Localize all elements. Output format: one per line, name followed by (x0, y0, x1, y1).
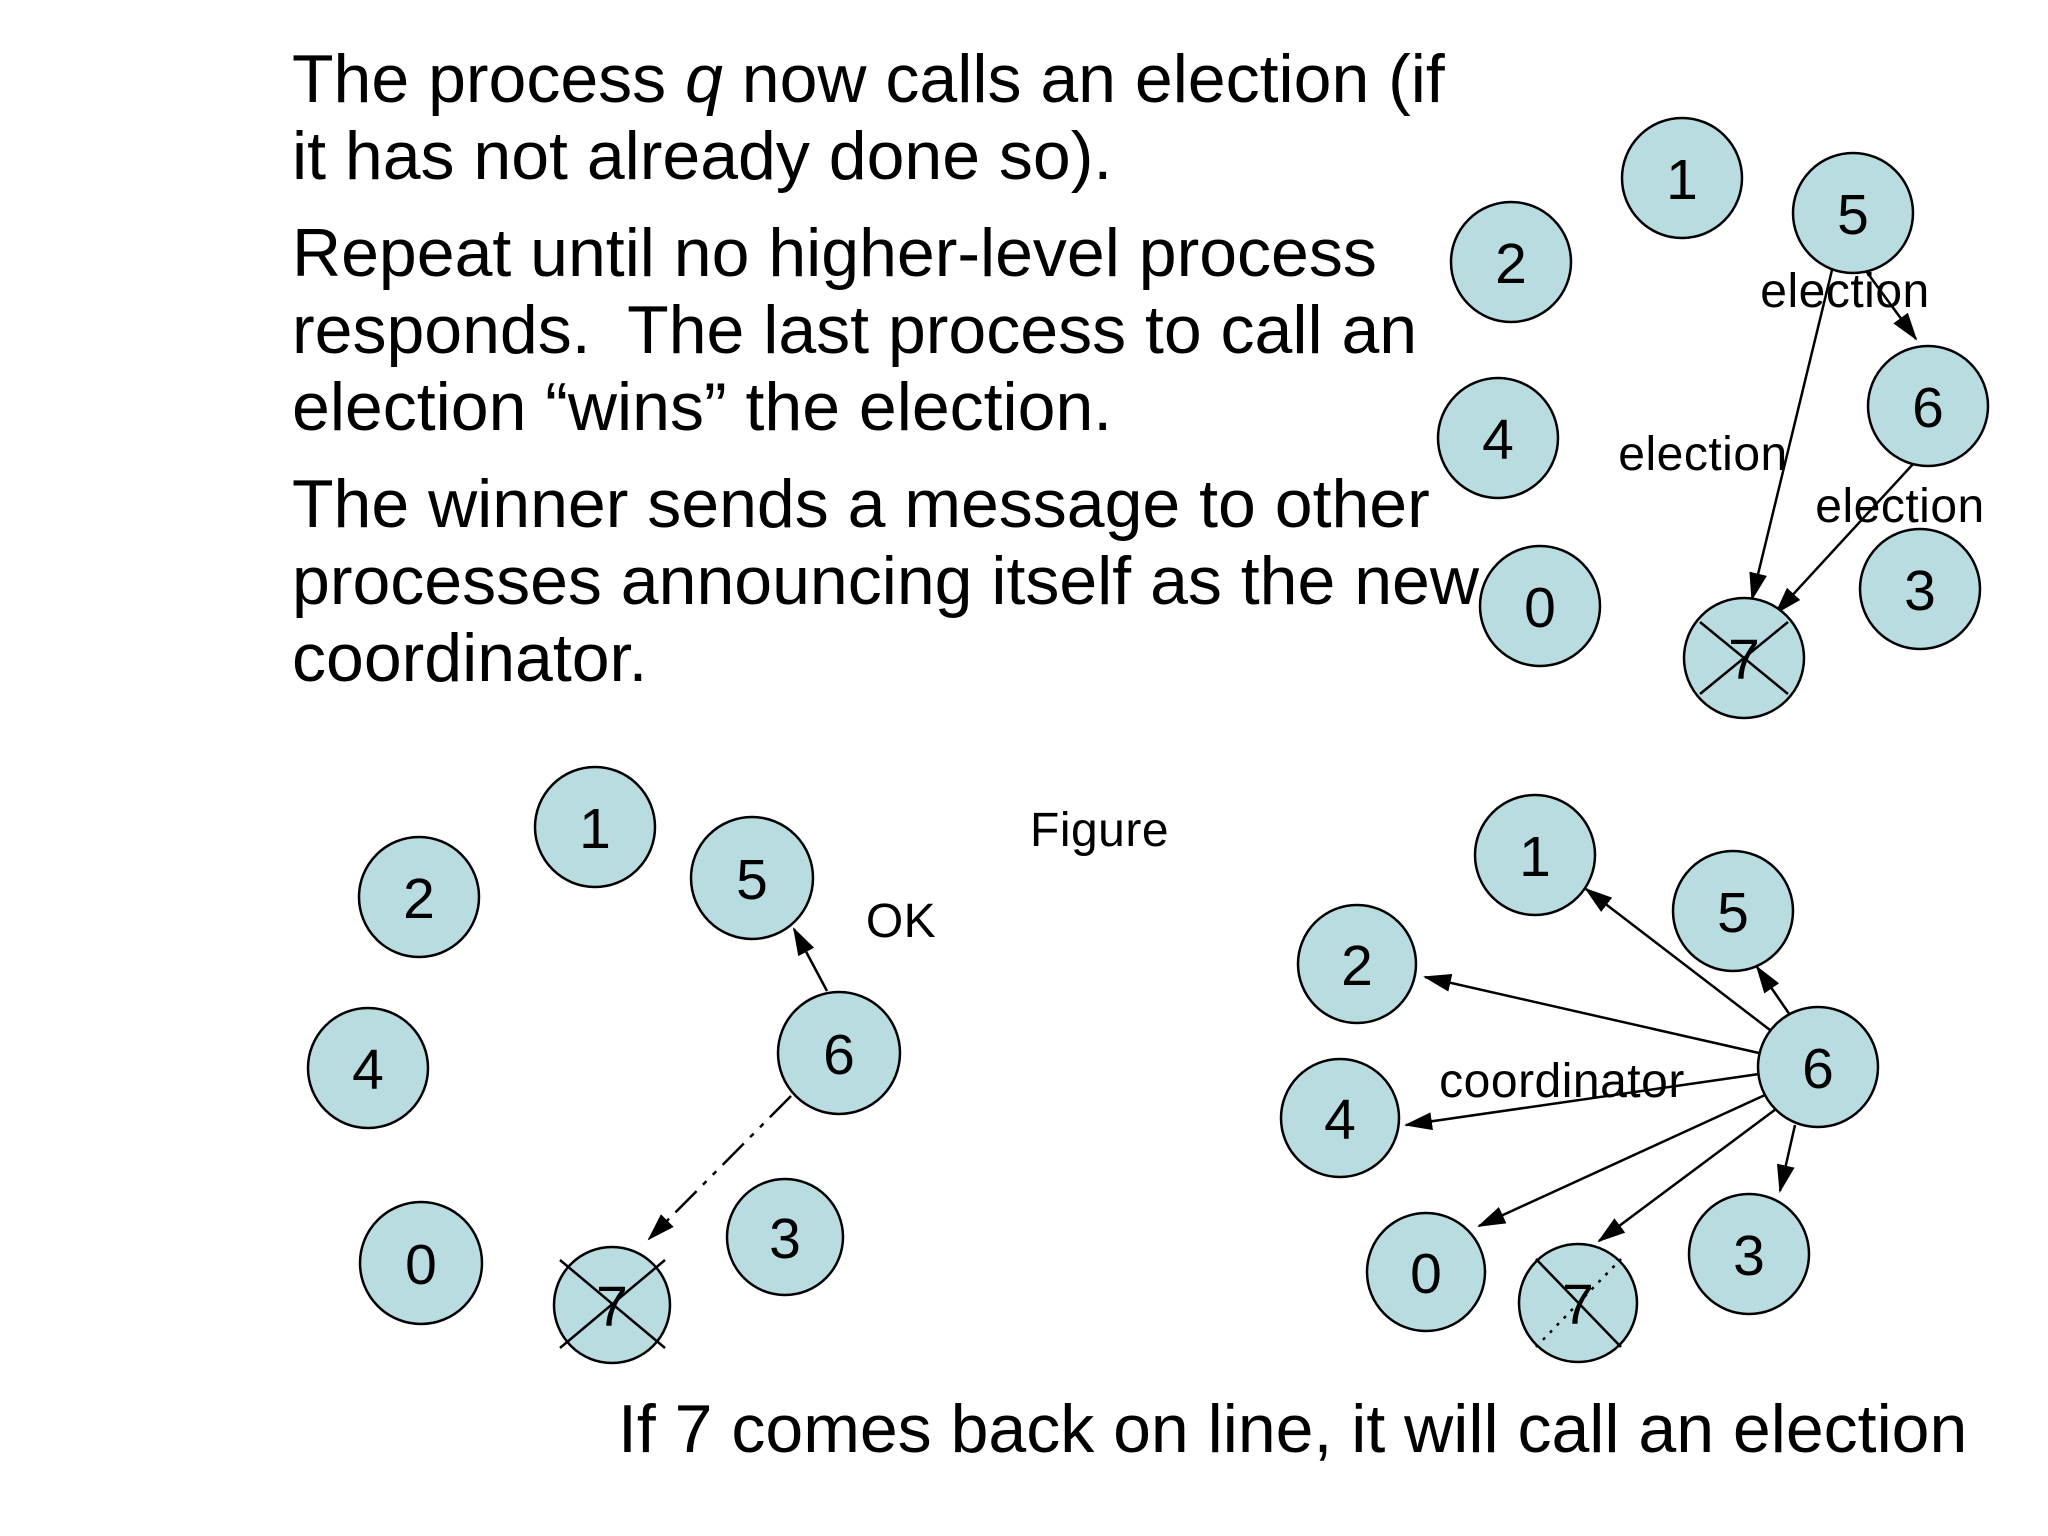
coordinator-node-5-label: 5 (1717, 881, 1749, 945)
body-line: election “wins” the election. (292, 369, 1113, 445)
ok-node-1-label: 1 (579, 797, 611, 861)
ok-node-0 (358, 1200, 484, 1326)
paragraph-1: The process q now calls an election (if … (292, 41, 1572, 195)
coordinator-node-0-label: 0 (1410, 1242, 1442, 1306)
coordinator-node-1-label: 1 (1519, 825, 1551, 889)
coordinator-node-2-label: 2 (1341, 934, 1373, 998)
crash-cross-dotted-line (1535, 1258, 1622, 1348)
ok-arrow-6-to-5 (792, 927, 829, 992)
ok-node-3 (725, 1177, 845, 1297)
election-node-7-label: 7 (1728, 628, 1760, 692)
coordinator-node-0 (1365, 1211, 1487, 1333)
caption: If 7 comes back on line, it will call an… (618, 1391, 1968, 1467)
election-node-4 (1436, 376, 1560, 500)
election-node-0-label: 0 (1524, 576, 1556, 640)
coordinator-arrow-6-to-3 (1776, 1124, 1797, 1193)
election-node-0 (1478, 544, 1602, 668)
coordinator-arrow-6-to-4 (1404, 1072, 1760, 1131)
coordinator-arrow-6-to-2 (1423, 973, 1760, 1055)
ok-diagram: 1 2 5 4 6 0 3 7 OK (306, 765, 936, 1365)
ok-node-3-label: 3 (769, 1207, 801, 1271)
crash-cross-line (559, 1259, 666, 1349)
coordinator-node-3 (1687, 1192, 1811, 1316)
body-line: The winner sends a message to other (292, 466, 1430, 542)
ok-label: OK (866, 895, 936, 948)
election-arrow-5-to-7 (1749, 269, 1834, 601)
election-label-6-7: election (1815, 480, 1984, 533)
body-line: Repeat until no higher-level process (292, 215, 1377, 291)
coordinator-node-6 (1756, 1005, 1880, 1129)
body-line: The process q now calls an election (if (292, 41, 1572, 118)
election-diagram: 1 5 2 6 4 0 3 7 election election electi… (1436, 116, 1990, 720)
coordinator-node-7-label: 7 (1562, 1273, 1594, 1337)
election-node-4-label: 4 (1482, 408, 1514, 472)
election-node-3-label: 3 (1904, 559, 1936, 623)
coordinator-arrow-6-to-5 (1755, 965, 1792, 1016)
ok-node-7-label: 7 (596, 1275, 628, 1339)
election-arrow-5-to-6 (1864, 270, 1918, 341)
election-node-5-label: 5 (1837, 183, 1869, 247)
body-line: coordinator. (292, 620, 648, 696)
ok-node-1 (533, 765, 657, 889)
figure-label: Figure (1030, 804, 1169, 857)
body-text: The process q now calls an election (if … (292, 41, 1572, 697)
coordinator-node-1 (1473, 793, 1597, 917)
coordinator-node-2 (1296, 903, 1418, 1025)
ok-node-2-label: 2 (403, 867, 435, 931)
election-arrow-6-to-7 (1774, 462, 1915, 615)
ok-node-5 (689, 815, 815, 941)
body-text-segment: now calls an election (if (722, 41, 1445, 117)
ok-node-4 (306, 1006, 430, 1130)
election-label-5-6: election (1760, 265, 1929, 318)
election-node-1-label: 1 (1666, 148, 1698, 212)
coordinator-node-5 (1671, 849, 1795, 973)
election-node-2 (1449, 200, 1573, 324)
election-node-3 (1858, 527, 1982, 651)
election-label-5-7: election (1618, 428, 1787, 481)
ok-node-6 (776, 990, 902, 1116)
election-node-6-label: 6 (1912, 376, 1944, 440)
ok-node-0-label: 0 (405, 1233, 437, 1297)
paragraph-3: The winner sends a message to other proc… (292, 466, 1572, 697)
body-line: responds. The last process to call an (292, 292, 1418, 368)
coordinator-diagram: 1 5 2 6 4 0 3 7 coordinator (1279, 793, 1880, 1364)
body-line: it has not already done so). (292, 118, 1113, 194)
coordinator-node-3-label: 3 (1733, 1224, 1765, 1288)
coordinator-arrow-6-to-1 (1584, 887, 1771, 1031)
election-node-1 (1620, 116, 1744, 240)
ok-node-2 (357, 835, 481, 959)
election-node-5 (1791, 151, 1915, 275)
paragraph-2: Repeat until no higher-level process res… (292, 215, 1572, 446)
crash-cross-line (1699, 621, 1789, 695)
coordinator-arrow-6-to-7 (1597, 1107, 1777, 1243)
ok-node-4-label: 4 (352, 1038, 384, 1102)
body-line: processes announcing itself as the new (292, 543, 1479, 619)
ok-node-6-label: 6 (823, 1023, 855, 1087)
election-node-2-label: 2 (1495, 232, 1527, 296)
process-q-italic: q (685, 41, 723, 117)
election-node-6 (1866, 344, 1990, 468)
body-text-segment: The process (292, 41, 686, 117)
ok-node-5-label: 5 (736, 848, 768, 912)
coordinator-arrow-6-to-0 (1477, 1093, 1766, 1228)
coordinator-node-4-label: 4 (1324, 1088, 1356, 1152)
coordinator-label: coordinator (1439, 1055, 1685, 1108)
coordinator-node-6-label: 6 (1802, 1037, 1834, 1101)
coordinator-node-4 (1279, 1057, 1401, 1179)
